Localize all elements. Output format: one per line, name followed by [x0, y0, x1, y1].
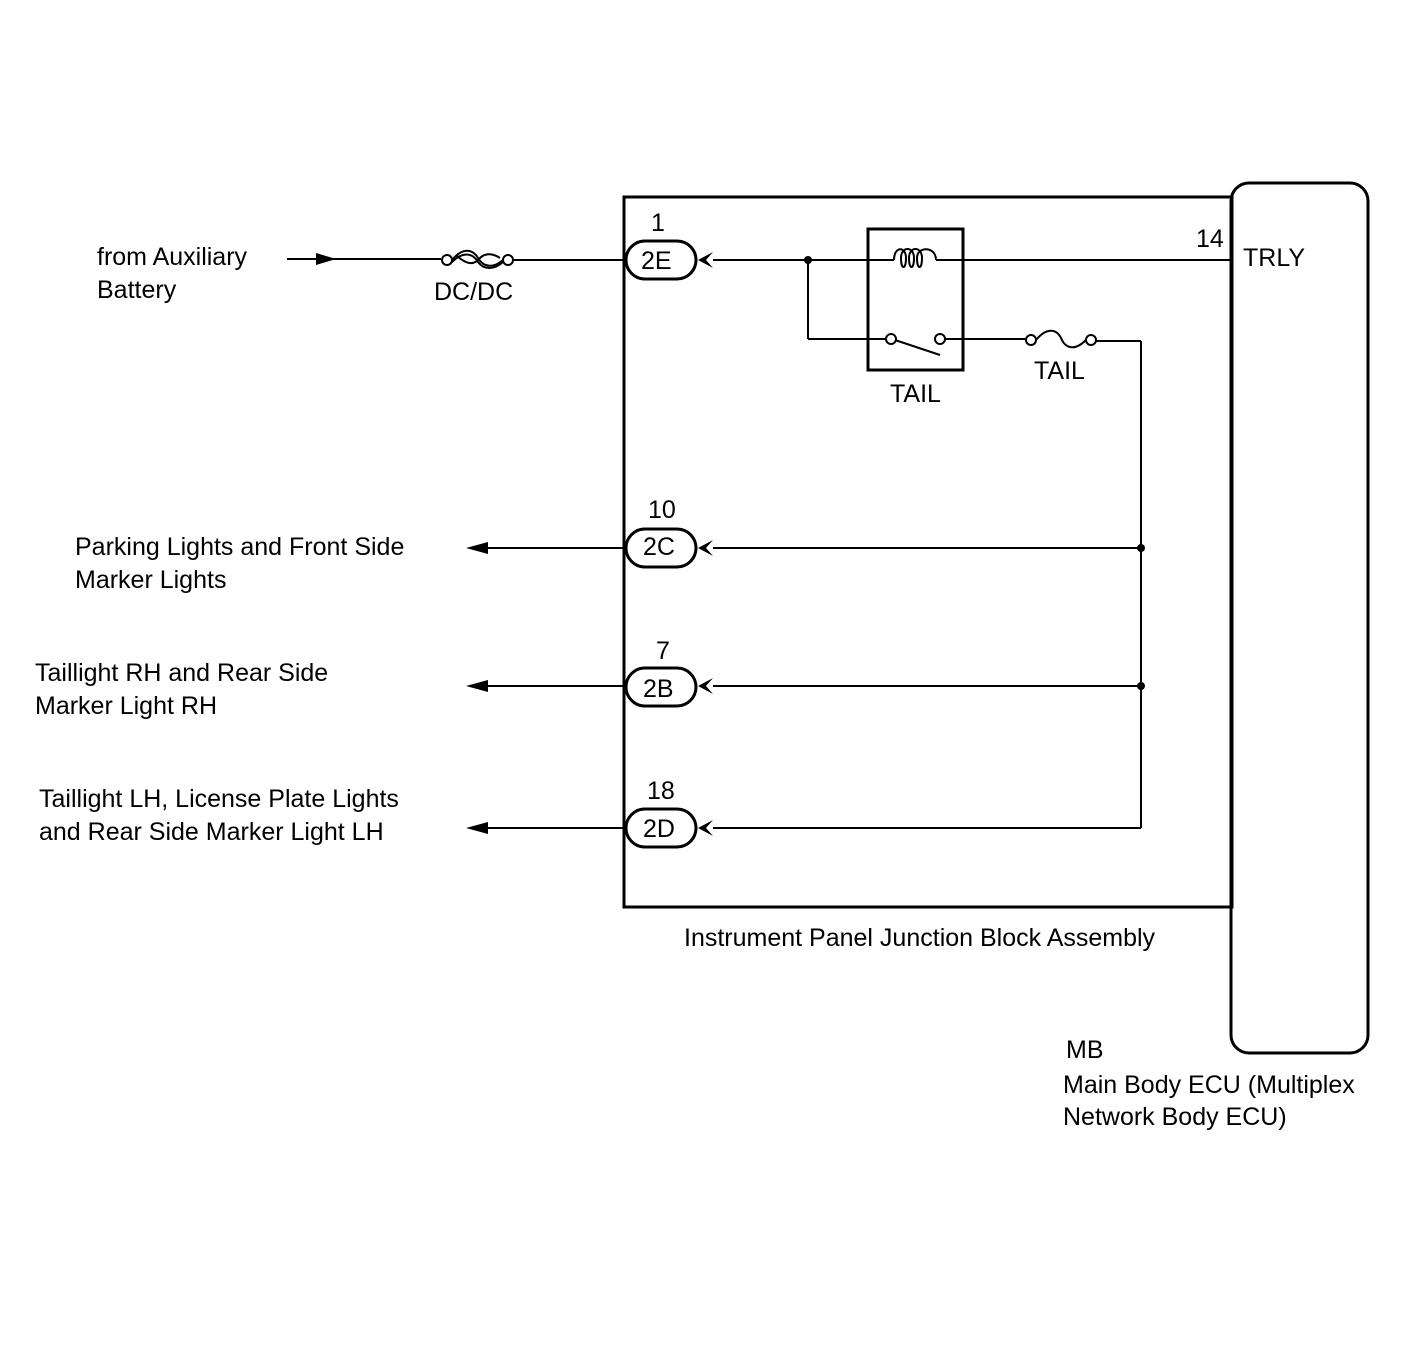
output-label-2c-line1: Parking Lights and Front Side — [75, 533, 404, 561]
relay-coil-icon — [893, 248, 937, 268]
source-label-line2: Battery — [97, 276, 177, 304]
junction-block-label: Instrument Panel Junction Block Assembly — [684, 924, 1156, 952]
junction-dot — [1137, 544, 1145, 552]
connector-chevron-icon — [698, 252, 713, 268]
relay-label: TAIL — [890, 380, 941, 408]
pin-2c-number: 10 — [648, 496, 676, 524]
fuse-dcdc-icon — [441, 249, 514, 269]
output-label-2b-line1: Taillight RH and Rear Side — [35, 659, 328, 687]
output-label-2d-line2: and Rear Side Marker Light LH — [39, 818, 384, 846]
connector-2c-label: 2C — [643, 533, 675, 561]
connector-chevron-icon — [698, 540, 713, 556]
relay-switch-icon — [894, 339, 941, 356]
source-label-line1: from Auxiliary — [97, 243, 248, 271]
input-wire — [287, 253, 441, 265]
tail-relay — [866, 227, 965, 372]
internal-wiring — [713, 256, 1231, 829]
output-label-2b-line2: Marker Light RH — [35, 692, 217, 720]
pin-2d-number: 18 — [647, 777, 675, 805]
ecu-name-line2: Network Body ECU) — [1063, 1103, 1287, 1131]
connector-chevron-icon — [698, 678, 713, 694]
connector-2e — [624, 239, 713, 281]
fuse-tail-label: TAIL — [1034, 357, 1085, 385]
connector-2d — [624, 807, 713, 849]
fuse-tail-icon — [1025, 329, 1097, 349]
output-wire-2b — [466, 680, 626, 692]
fuse-dcdc-label: DC/DC — [434, 278, 513, 306]
pin-2b-number: 7 — [656, 637, 670, 665]
output-wire-2c — [466, 542, 626, 554]
ecu-pin-number: 14 — [1196, 225, 1224, 253]
junction-dot — [1137, 682, 1145, 690]
output-wire-2d — [466, 822, 626, 834]
connector-2d-label: 2D — [643, 815, 675, 843]
ecu-code-label: MB — [1066, 1036, 1104, 1064]
ecu-terminal-label: TRLY — [1243, 244, 1305, 272]
connector-2e-label: 2E — [641, 247, 672, 275]
output-arrow-icon — [466, 822, 488, 834]
ecu-name-line1: Main Body ECU (Multiplex — [1063, 1071, 1355, 1099]
ecu-outline — [1229, 181, 1370, 1055]
connector-chevron-icon — [698, 820, 713, 836]
input-arrow-icon — [316, 253, 336, 265]
output-arrow-icon — [466, 680, 488, 692]
connector-2b-label: 2B — [643, 675, 674, 703]
output-label-2d-line1: Taillight LH, License Plate Lights — [39, 785, 399, 813]
output-arrow-icon — [466, 542, 488, 554]
output-label-2c-line2: Marker Lights — [75, 566, 226, 594]
pin-2e-number: 1 — [651, 209, 665, 237]
